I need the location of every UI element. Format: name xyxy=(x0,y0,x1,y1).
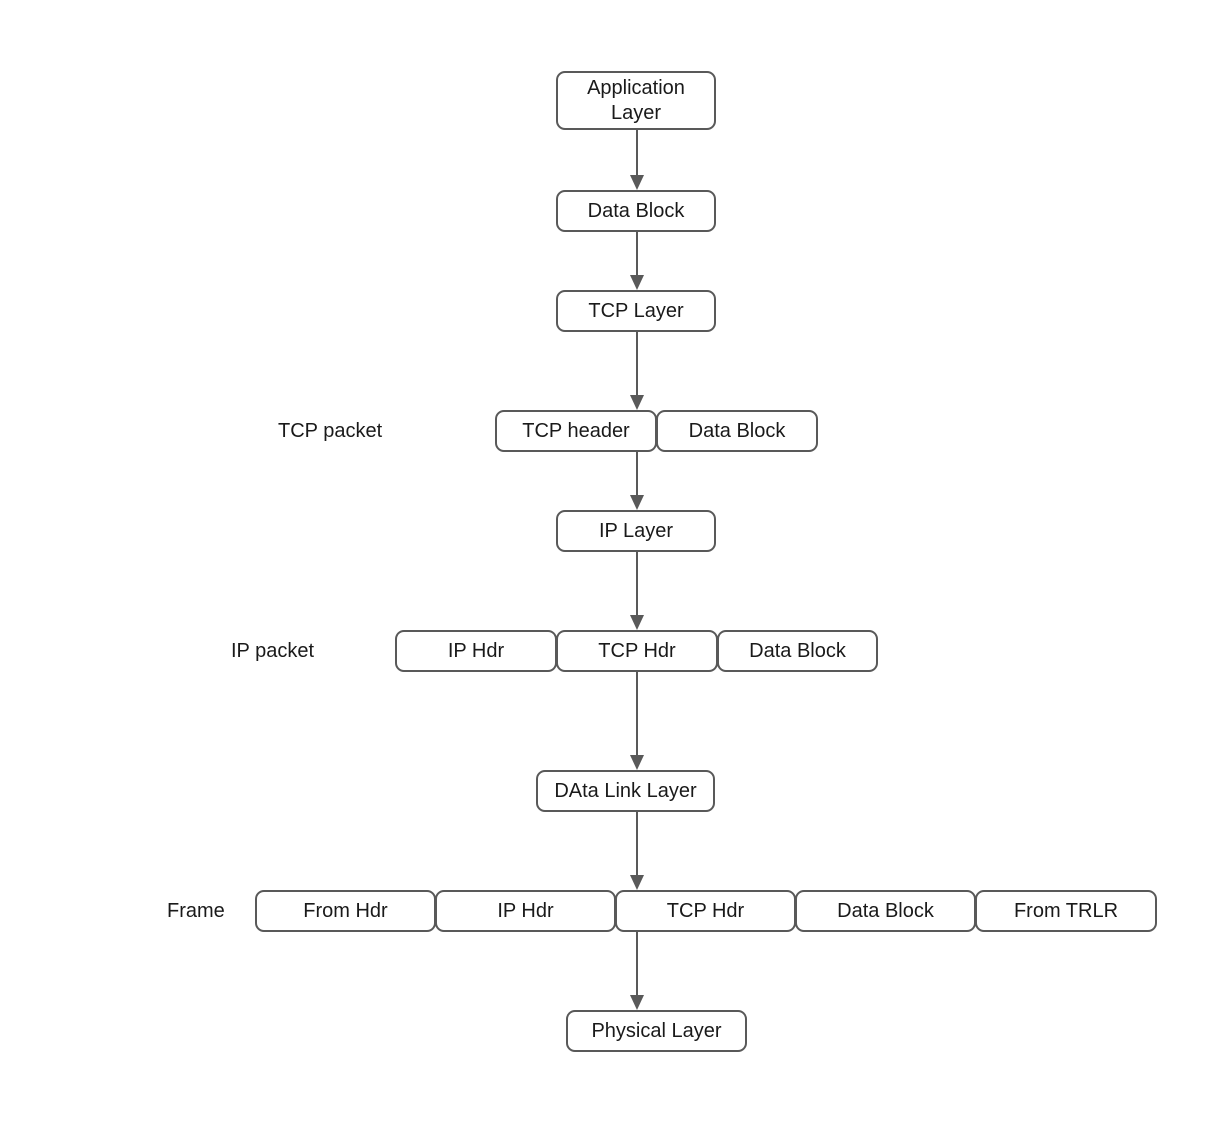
node-application-layer[interactable]: Application Layer xyxy=(556,71,716,130)
node-frame-ip-hdr[interactable]: IP Hdr xyxy=(435,890,616,932)
label-tcp-packet: TCP packet xyxy=(278,419,383,442)
node-tcp-packet-tcp-header[interactable]: TCP header xyxy=(495,410,657,452)
node-tcp-layer[interactable]: TCP Layer xyxy=(556,290,716,332)
node-ip-packet-tcp-hdr[interactable]: TCP Hdr xyxy=(556,630,718,672)
label-ip-packet: IP packet xyxy=(231,639,315,662)
node-ip-packet-ip-hdr[interactable]: IP Hdr xyxy=(395,630,557,672)
node-data-link-layer[interactable]: DAta Link Layer xyxy=(536,770,715,812)
node-tcp-packet-data-block[interactable]: Data Block xyxy=(656,410,818,452)
node-ip-packet-data-block[interactable]: Data Block xyxy=(717,630,878,672)
node-frame-from-hdr[interactable]: From Hdr xyxy=(255,890,436,932)
node-physical-layer[interactable]: Physical Layer xyxy=(566,1010,747,1052)
node-data-block-application[interactable]: Data Block xyxy=(556,190,716,232)
label-frame: Frame xyxy=(167,899,225,922)
node-ip-layer[interactable]: IP Layer xyxy=(556,510,716,552)
node-frame-data-block[interactable]: Data Block xyxy=(795,890,976,932)
node-frame-from-trlr[interactable]: From TRLR xyxy=(975,890,1157,932)
node-frame-tcp-hdr[interactable]: TCP Hdr xyxy=(615,890,796,932)
